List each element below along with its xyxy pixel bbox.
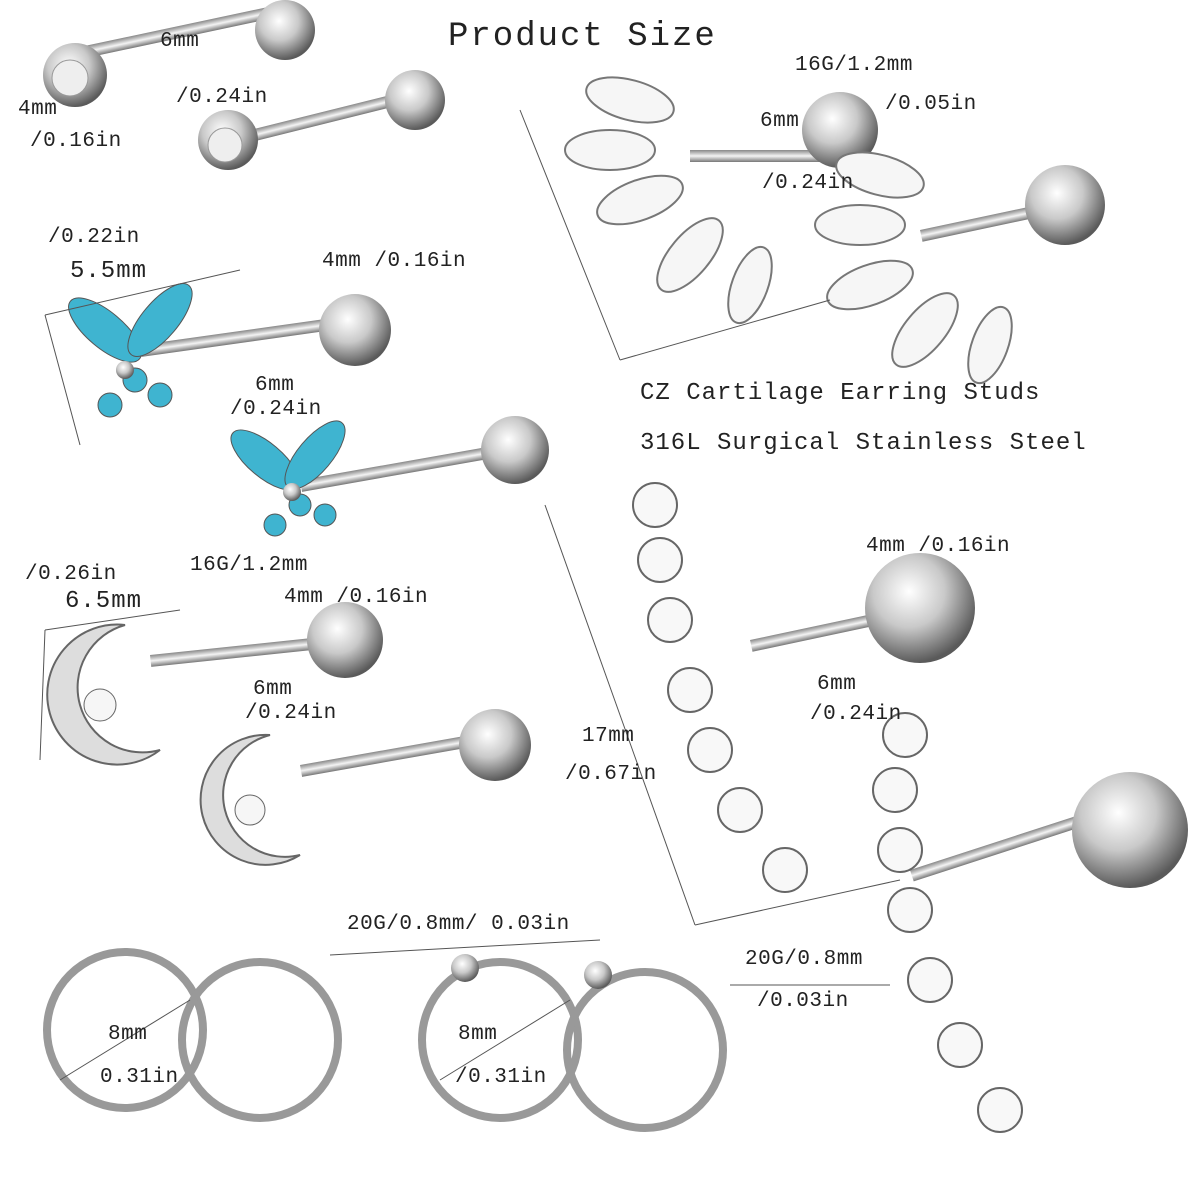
leaf-stud-1 xyxy=(564,76,878,325)
butterfly-bar-mm: 6mm xyxy=(255,374,295,397)
round-stud-bar-mm: 6mm xyxy=(160,30,200,53)
leaf-stud-bar-in: /0.24in xyxy=(762,172,854,195)
moon-width-in: /0.26in xyxy=(25,563,117,586)
butterfly-stud-2 xyxy=(230,416,549,537)
climber-bar-mm: 6mm xyxy=(817,673,857,696)
climber-bar-in: /0.24in xyxy=(810,703,902,726)
leaf-stud-bar-mm: 6mm xyxy=(760,110,800,133)
moon-ball: 4mm /0.16in xyxy=(284,586,429,609)
moon-stud-1 xyxy=(46,602,383,766)
climber-ball: 4mm /0.16in xyxy=(866,535,1011,558)
leaf-stud-2 xyxy=(814,151,1105,385)
climber-length-mm: 17mm xyxy=(582,725,635,748)
butterfly-width-mm: 5.5mm xyxy=(70,258,148,285)
product-size-title: Product Size xyxy=(448,18,717,56)
butterfly-ball: 4mm /0.16in xyxy=(322,250,467,273)
climber-stud-2 xyxy=(872,712,1188,1133)
hoop-gauge: 20G/0.8mm/ 0.03in xyxy=(347,913,570,936)
ball-hoop-diameter-in: /0.31in xyxy=(455,1066,547,1089)
round-stud-2 xyxy=(198,70,445,170)
ball-hoop-gauge: 20G/0.8mm xyxy=(745,948,863,971)
ball-hoop-gauge-in: /0.03in xyxy=(757,990,849,1013)
moon-width-mm: 6.5mm xyxy=(65,588,143,615)
product-name: CZ Cartilage Earring Studs xyxy=(640,380,1041,407)
hoop-diameter-mm: 8mm xyxy=(108,1023,148,1046)
moon-bar-in: /0.24in xyxy=(245,702,337,725)
moon-bar-mm: 6mm xyxy=(253,678,293,701)
hoop-diameter-in: 0.31in xyxy=(100,1066,179,1089)
dimension-lines xyxy=(39,109,901,1081)
leaf-stud-gauge: 16G/1.2mm xyxy=(795,54,913,77)
ball-hoop-diameter-mm: 8mm xyxy=(458,1023,498,1046)
climber-stud-1 xyxy=(632,482,975,893)
round-stud-ball-in: /0.16in xyxy=(30,130,122,153)
butterfly-width-in: /0.22in xyxy=(48,226,140,249)
hoop-ball xyxy=(584,961,612,989)
hoop-ball xyxy=(451,954,479,982)
round-stud-1 xyxy=(43,0,315,107)
climber-length-in: /0.67in xyxy=(565,763,657,786)
moon-stud-2 xyxy=(199,709,531,866)
hoop-rings xyxy=(43,948,727,1132)
round-stud-ball-mm: 4mm xyxy=(18,98,58,121)
butterfly-stud-1 xyxy=(68,283,391,418)
butterfly-bar-in: /0.24in xyxy=(230,398,322,421)
product-material: 316L Surgical Stainless Steel xyxy=(640,430,1087,457)
leaf-stud-gauge-in: /0.05in xyxy=(885,93,977,116)
moon-gauge: 16G/1.2mm xyxy=(190,554,308,577)
round-stud-bar-in: /0.24in xyxy=(176,86,268,109)
